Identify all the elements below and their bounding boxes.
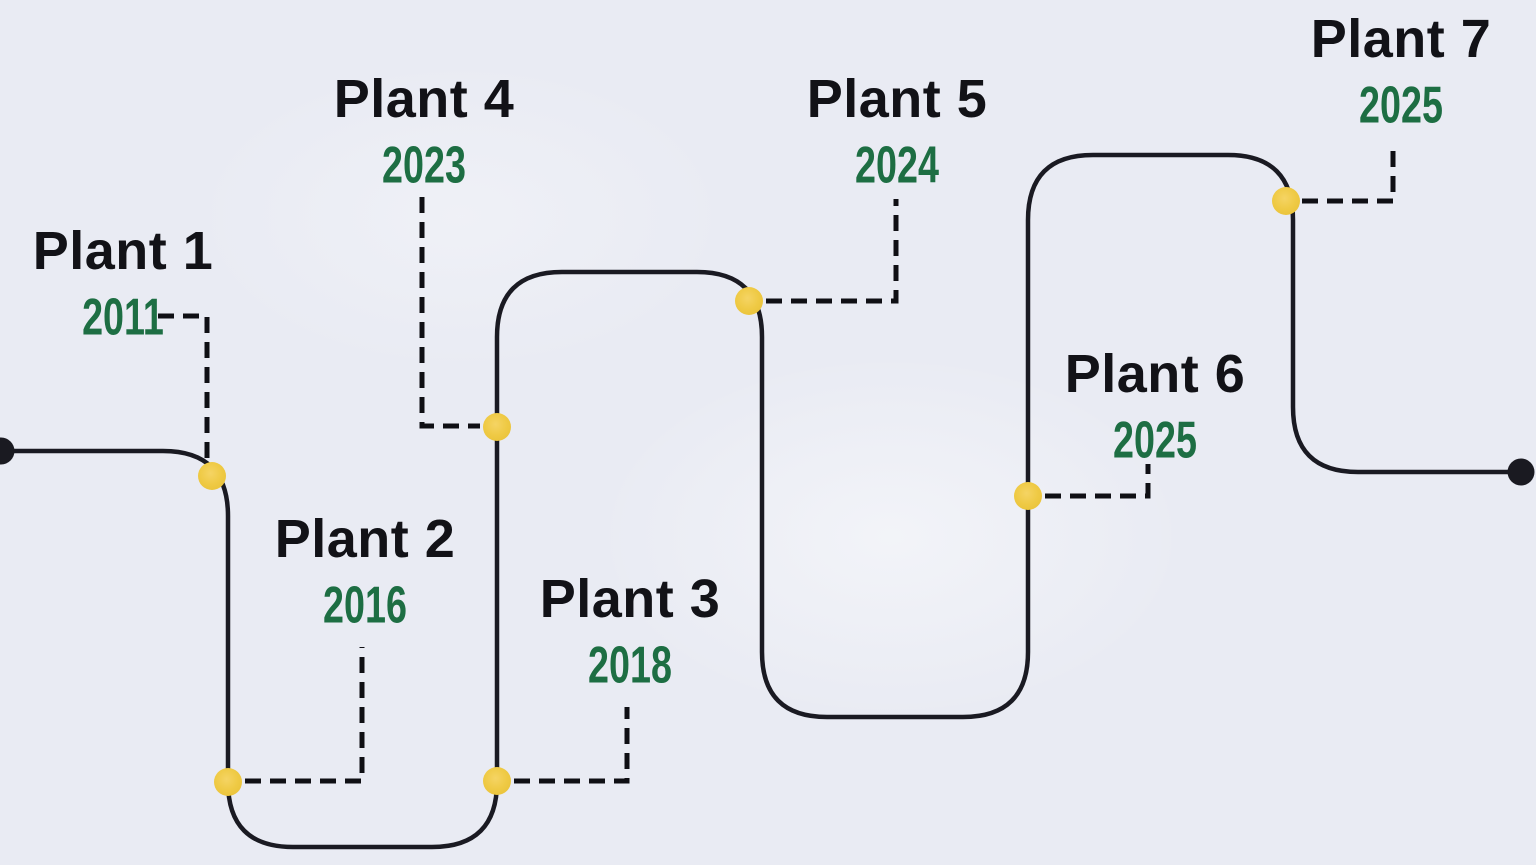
milestone-dot-plant-1 <box>198 462 226 490</box>
connector-plant-3 <box>514 707 630 784</box>
milestone-label-plant-1: Plant 1 2011 <box>32 221 214 343</box>
plant-name: Plant 2 <box>274 509 456 569</box>
plant-year: 2018 <box>588 635 672 694</box>
milestone-dot-plant-2 <box>214 768 242 796</box>
milestone-label-plant-4: Plant 4 2023 <box>333 69 515 191</box>
plant-year: 2025 <box>1113 410 1197 469</box>
route-end-dot <box>1507 458 1535 486</box>
milestone-label-plant-3: Plant 3 2018 <box>539 569 721 691</box>
plant-year: 2023 <box>382 135 466 194</box>
plant-year: 2011 <box>82 287 164 346</box>
connector-plant-2 <box>245 647 365 784</box>
connector-plant-5 <box>766 199 899 304</box>
plant-name: Plant 1 <box>32 221 214 281</box>
plant-name: Plant 5 <box>806 69 988 129</box>
milestone-label-plant-6: Plant 6 2025 <box>1064 344 1246 466</box>
plant-year: 2024 <box>855 135 939 194</box>
connector-plant-4 <box>419 197 480 429</box>
plant-year: 2025 <box>1359 75 1443 134</box>
route-start-dot <box>0 437 15 465</box>
milestone-label-plant-5: Plant 5 2024 <box>806 69 988 191</box>
milestone-dot-plant-4 <box>483 413 511 441</box>
milestone-label-plant-2: Plant 2 2016 <box>274 509 456 631</box>
connector-plant-6 <box>1045 464 1151 499</box>
milestone-dot-plant-5 <box>735 287 763 315</box>
milestone-label-plant-7: Plant 7 2025 <box>1310 9 1492 131</box>
plant-name: Plant 3 <box>539 569 721 629</box>
connector-plant-7 <box>1302 142 1396 204</box>
plant-year: 2016 <box>323 575 407 634</box>
plant-name: Plant 6 <box>1064 344 1246 404</box>
plant-name: Plant 7 <box>1310 9 1492 69</box>
milestone-dot-plant-6 <box>1014 482 1042 510</box>
milestone-dot-plant-3 <box>483 767 511 795</box>
route-path <box>0 152 1524 850</box>
plant-name: Plant 4 <box>333 69 515 129</box>
milestone-dot-plant-7 <box>1272 187 1300 215</box>
